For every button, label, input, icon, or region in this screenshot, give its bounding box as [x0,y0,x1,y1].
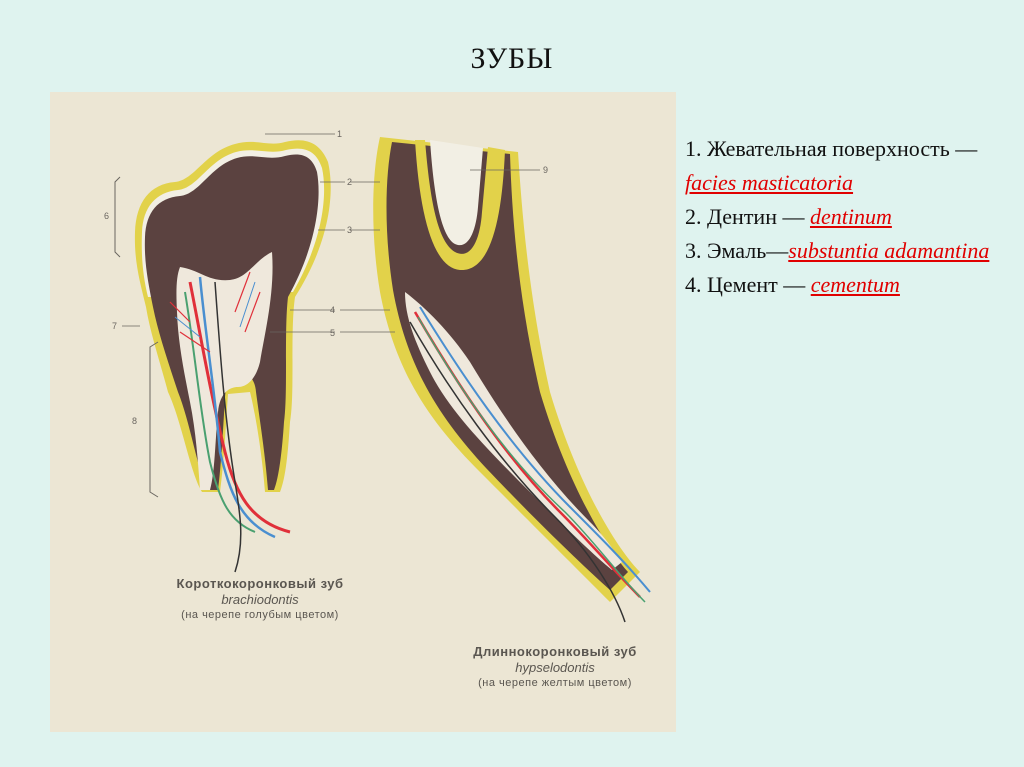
long-tooth-nerve [409,321,626,623]
long-tooth-dentin [386,142,628,590]
legend-item-2-latin: dentinum [809,204,892,229]
legend-item-3-latin: substuntia adamantina [788,238,990,263]
legend-item-1-text: 1. Жевательная поверхность — [685,136,978,161]
long-crown-tooth [373,137,651,623]
legend-item-3-text: 3. Эмаль— [685,238,789,263]
legend-item-4: 4. Цемент — cementum [685,268,1005,302]
legend-list: 1. Жевательная поверхность — facies mast… [685,132,1005,302]
callout-number-8: 8 [132,416,137,426]
legend-item-3: 3. Эмаль—substuntia adamantina [685,234,1005,268]
legend-item-2-text: 2. Дентин — [685,204,810,229]
callout-number-2: 2 [347,177,352,187]
legend-item-1-latin: facies masticatoria [685,170,854,195]
legend-item-4-latin: cementum [810,272,900,297]
legend-item-2: 2. Дентин — dentinum [685,200,1005,234]
callout-lines [122,133,540,333]
short-crown-tooth [114,140,331,573]
long-crown-note: (на черепе желтым цветом) [478,676,632,689]
callout-number-1: 1 [337,129,342,139]
short-crown-caption: Короткокоронковый зуб brachiodontis (на … [140,576,380,622]
short-tooth-vessel-green [184,291,256,533]
slide-title: ЗУБЫ [470,42,554,75]
callout-number-4: 4 [330,305,335,315]
long-crown-caption: Длиннокоронковый зуб hypselodontis (на ч… [445,644,665,690]
short-crown-note: (на черепе голубым цветом) [181,608,339,621]
short-crown-latin: brachiodontis [221,592,299,608]
long-crown-name: Длиннокоронковый зуб [473,644,637,659]
long-tooth-vessel-green [417,316,646,603]
callout-number-3: 3 [347,225,352,235]
long-crown-latin: hypselodontis [515,660,595,676]
callout-number-5: 5 [330,328,335,338]
long-tooth-pulp [405,292,622,570]
long-tooth-infold-white [430,140,483,246]
long-tooth-infold-enamel [415,140,505,271]
short-tooth-pulp [176,252,273,490]
tooth-diagram: 1 2 3 4 5 6 7 8 9 [104,129,651,623]
callout-number-6: 6 [104,211,109,221]
legend-item-4-text: 4. Цемент — [685,272,811,297]
short-tooth-nerve [214,281,242,573]
short-tooth-vessel-blue [198,276,276,539]
tooth-anatomy-figure: 1 2 3 4 5 6 7 8 9 Короткокоронковый зуб … [50,92,676,732]
callout-number-9: 9 [543,165,548,175]
legend-item-1: 1. Жевательная поверхность — facies mast… [685,132,1005,200]
callout-number-7: 7 [112,321,117,331]
short-crown-name: Короткокоронковый зуб [176,576,344,591]
long-tooth-vessel-blue [419,306,651,593]
short-tooth-vessel-red [188,281,291,534]
